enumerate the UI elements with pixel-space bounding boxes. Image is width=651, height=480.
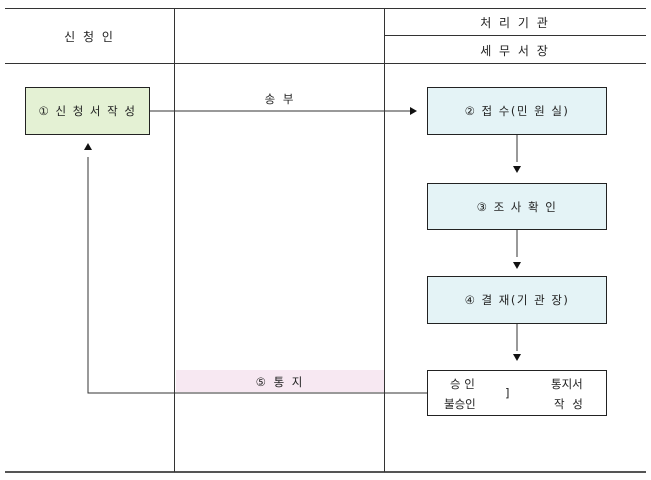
bottom-border [5,471,646,473]
notice-doc-line1: 통지서 [551,377,583,391]
notice-band [176,370,384,392]
header-bottom-border [5,63,646,64]
column-divider-1 [174,8,175,472]
approve-arrowhead [513,262,521,269]
outcome-arrowhead [513,354,521,361]
step-receive: ② 접 수(민 원 실) [427,87,607,135]
notify-return-connector [87,157,427,394]
outcome-bracket: ] [505,386,510,400]
step-review: ③ 조 사 확 인 [427,183,607,230]
step-approve: ④ 결 재(기 관 장) [427,276,607,324]
send-label: 송 부 [264,92,296,106]
office-header: 세 무 서 장 [480,44,550,58]
step-write-application: ① 신 청 서 작 성 [25,87,150,135]
rejected-label: 불승인 [444,397,476,411]
approval-outcome-box: 승 인 불승인 ] 통지서 작 성 [427,370,607,416]
notice-doc-line2: 작 성 [554,397,585,411]
review-arrowhead [513,166,521,173]
send-arrowhead [410,107,417,115]
approved-label: 승 인 [450,377,475,391]
step-notify: ⑤ 통 지 [255,375,305,389]
top-border [5,8,646,9]
agency-header: 처 리 기 관 [480,16,550,30]
applicant-header: 신 청 인 [64,30,115,44]
office-divider [384,35,646,36]
column-divider-2 [384,8,385,472]
return-arrowhead [84,143,92,150]
